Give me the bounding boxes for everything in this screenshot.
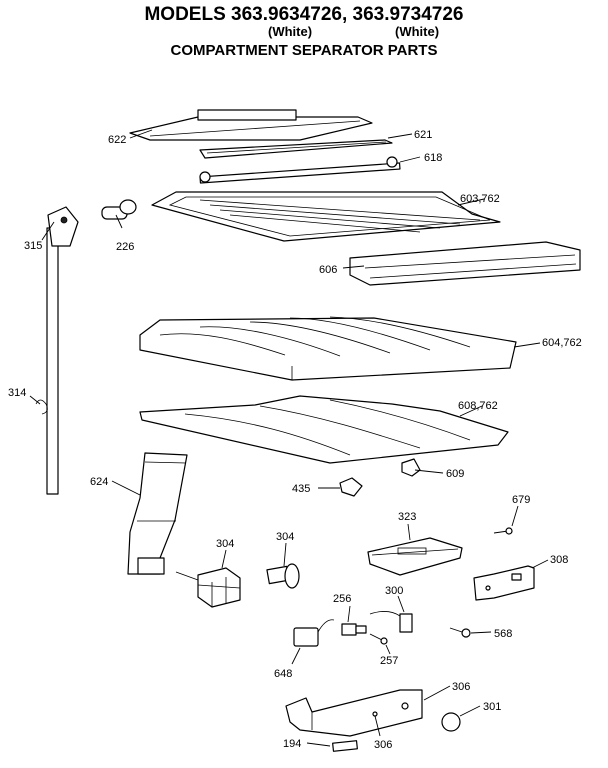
callout-301: 301: [483, 701, 501, 713]
part-604-separator: [139, 316, 517, 381]
part-323-bracket: [367, 537, 463, 576]
callout-608-762: 608,762: [458, 400, 498, 412]
callout-606: 606: [319, 264, 337, 276]
callout-306-top: 306: [452, 681, 470, 693]
part-606-front-bar: [349, 241, 581, 286]
part-304-dial: [266, 563, 300, 589]
callout-226: 226: [116, 241, 134, 253]
part-622-cover: [129, 109, 373, 141]
part-621-rail: [199, 139, 393, 159]
callout-603-762: 603,762: [460, 193, 500, 205]
part-679-screw: [493, 527, 513, 535]
part-308-plate: [473, 565, 535, 601]
leader-lines: [29, 129, 549, 747]
part-435-clip: [339, 477, 363, 497]
part-618-rod: [199, 156, 401, 184]
part-257-screw: [369, 633, 388, 645]
callout-648: 648: [274, 668, 292, 680]
part-608-separator: [139, 395, 509, 464]
callout-604-762: 604,762: [542, 337, 582, 349]
callout-306-bottom: 306: [374, 739, 392, 751]
callout-568: 568: [494, 628, 512, 640]
callout-314: 314: [8, 387, 26, 399]
callout-194: 194: [283, 738, 301, 750]
part-315-rod: [35, 206, 79, 495]
callout-308: 308: [550, 554, 568, 566]
callout-304-dial: 304: [276, 531, 294, 543]
callout-300: 300: [385, 585, 403, 597]
callout-622: 622: [108, 134, 126, 146]
page-subtitle: COMPARTMENT SEPARATOR PARTS: [170, 42, 438, 59]
callout-618: 618: [424, 152, 442, 164]
callout-679: 679: [512, 494, 530, 506]
callout-323: 323: [398, 511, 416, 523]
part-256-connector: [341, 623, 367, 636]
part-648-capacitor: [293, 619, 335, 647]
part-301-knob: [441, 712, 461, 732]
callout-labels: 622 621 618 603,762 315 226 606 604,762 …: [8, 129, 582, 751]
part-624-duct: [127, 452, 188, 575]
part-609-clip: [401, 458, 421, 477]
variant-label-left: (White): [268, 24, 313, 39]
part-194-label: [332, 740, 358, 752]
callout-624: 624: [90, 476, 108, 488]
part-304-switch-box: [197, 567, 241, 608]
callout-315: 315: [24, 240, 42, 252]
part-300-switch: [369, 611, 413, 633]
callout-304-box: 304: [216, 538, 234, 550]
variant-label-right: (White): [395, 24, 440, 39]
callout-435: 435: [292, 483, 310, 495]
callout-609: 609: [446, 468, 464, 480]
part-568-screw: [449, 627, 471, 638]
part-306-bracket: [285, 689, 423, 737]
callout-257: 257: [380, 655, 398, 667]
page-title: MODELS 363.9634726, 363.9734726: [144, 4, 464, 25]
part-603-shelf: [151, 191, 501, 242]
part-226-knob: [101, 199, 137, 220]
callout-621: 621: [414, 129, 432, 141]
callout-256: 256: [333, 593, 351, 605]
